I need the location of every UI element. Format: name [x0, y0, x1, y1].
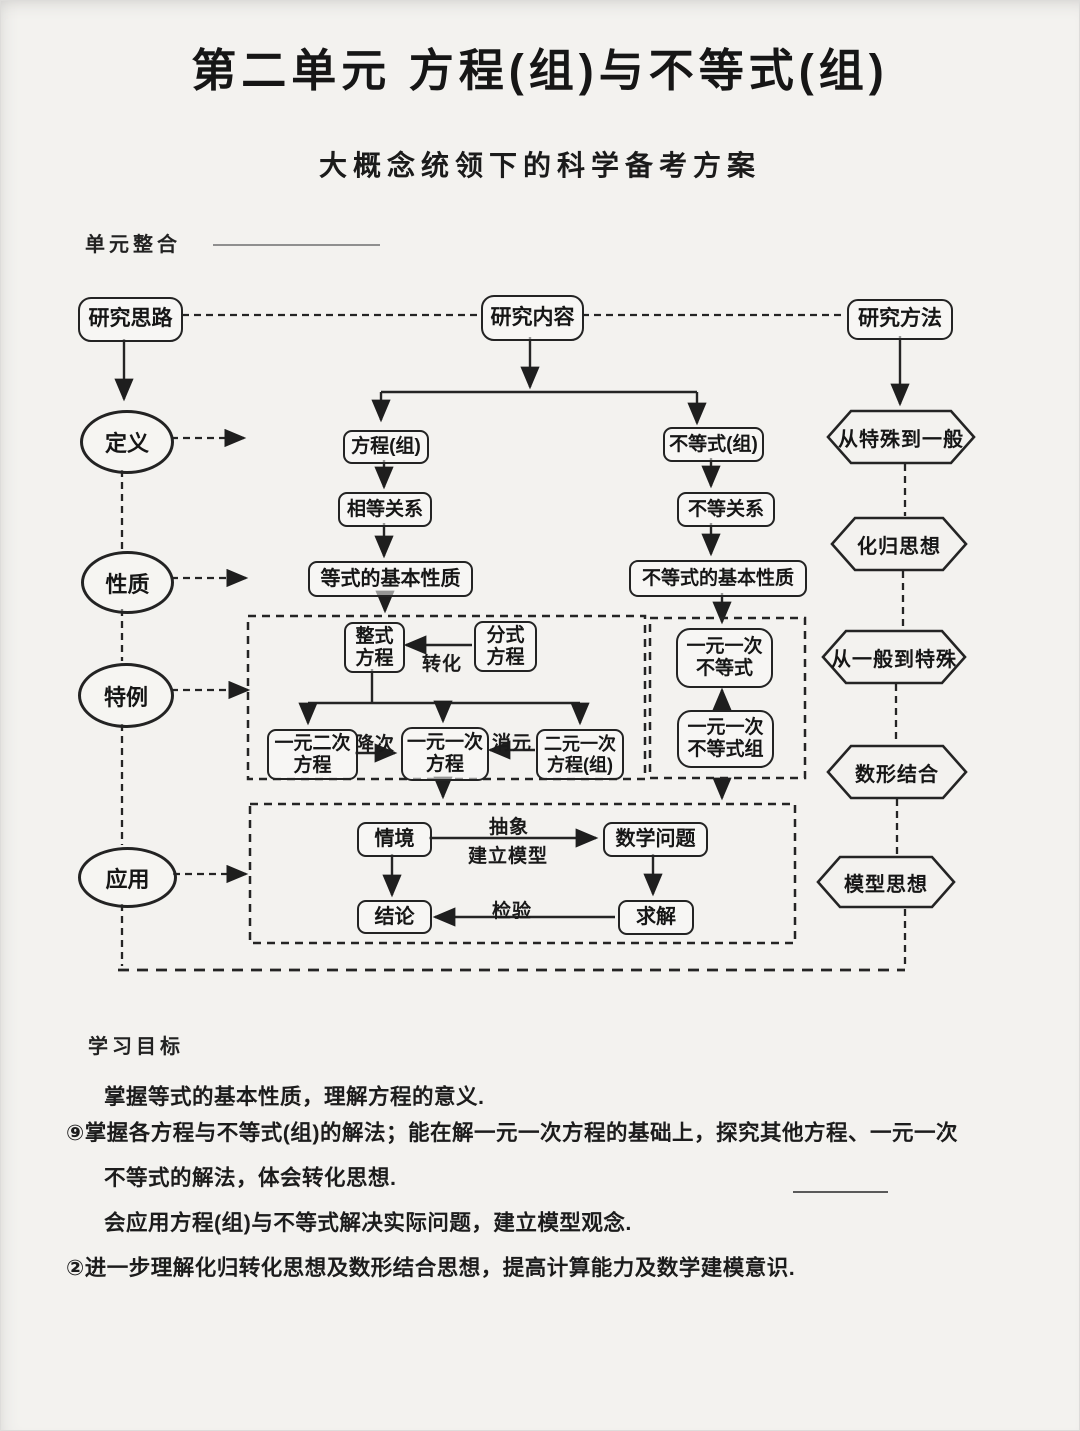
stray-underline	[793, 1191, 888, 1193]
hexagon-transformation-idea	[830, 516, 968, 572]
node-math-problem: 数学问题	[603, 822, 708, 857]
node-inequalities: 不等式(组)	[663, 427, 764, 462]
hexagon-general-to-special	[821, 629, 967, 685]
page-subtitle: 大概念统领下的科学备考方案	[318, 150, 761, 181]
goal-line: ⑨掌握各方程与不等式(组)的解法；能在解一元一次方程的基础上，探究其他方程、一元…	[66, 1121, 959, 1145]
node-linear-inequality: 一元一次 不等式	[676, 628, 773, 688]
edge-label-verify: 检验	[491, 901, 532, 922]
goal-line: ②进一步理解化归转化思想及数形结合思想，提高计算能力及数学建模意识.	[66, 1256, 796, 1280]
node-basic-properties-of-equality: 等式的基本性质	[308, 561, 473, 597]
node-line: 不等式	[695, 658, 753, 679]
section-label-learning-goals: 学习目标	[88, 1036, 184, 1058]
edge-label-reduce-degree: 降次	[354, 734, 395, 755]
node-conclusion: 结论	[357, 900, 432, 934]
node-linear-equation: 一元一次 方程	[401, 727, 489, 781]
node-line: 方程	[293, 754, 332, 776]
node-line: 整式	[355, 625, 394, 647]
edge-label-transform: 转化	[421, 654, 462, 675]
node-research-method: 研究方法	[847, 299, 953, 340]
hexagon-model-idea	[816, 855, 956, 909]
node-research-content: 研究内容	[481, 295, 584, 341]
node-system-of-linear-equations: 二元一次 方程(组)	[536, 729, 624, 780]
node-line: 不等式组	[687, 739, 764, 760]
ellipse-application: 应用	[78, 847, 177, 908]
hexagon-number-shape-combination	[826, 744, 968, 800]
node-solve: 求解	[618, 900, 694, 935]
node-basic-properties-of-inequality: 不等式的基本性质	[629, 560, 807, 597]
application-cycle-group	[248, 802, 797, 945]
node-situation: 情境	[357, 822, 432, 857]
hexagon-special-to-general	[826, 409, 976, 465]
node-line: 方程	[355, 647, 394, 669]
hexagon-label-transformation-idea: 化归思想	[857, 535, 941, 558]
edge-label-eliminate-variable: 消元	[491, 733, 532, 754]
node-line: 方程	[425, 754, 464, 775]
hexagon-label-special-to-general: 从特殊到一般	[838, 428, 964, 451]
hexagon-label-model-idea: 模型思想	[844, 873, 928, 896]
node-fractional-equation: 分式 方程	[474, 621, 537, 672]
node-line: 二元一次	[544, 733, 616, 754]
ellipse-special-case: 特例	[78, 663, 174, 728]
node-system-of-linear-inequalities: 一元一次 不等式组	[677, 710, 774, 768]
node-line: 一元一次	[406, 732, 483, 754]
node-line: 一元一次	[686, 636, 763, 658]
edge-label-build-model: 建立模型	[467, 846, 548, 867]
hexagon-label-general-to-special: 从一般到特殊	[831, 648, 957, 671]
solid-arrows	[114, 336, 910, 927]
method-hexagons	[816, 409, 976, 909]
node-quadratic-equation: 一元二次 方程	[267, 729, 358, 780]
goal-line: 掌握等式的基本性质，理解方程的意义.	[104, 1085, 485, 1109]
node-line: 分式	[486, 624, 525, 646]
node-line: 一元二次	[274, 732, 351, 754]
edge-label-abstract: 抽象	[488, 817, 529, 838]
node-unequal-relation: 不等关系	[677, 492, 775, 527]
section-rule-line	[213, 244, 380, 246]
inequalities-special-cases-group	[648, 616, 807, 780]
node-integral-equation: 整式 方程	[344, 622, 405, 673]
node-equal-relation: 相等关系	[338, 492, 432, 527]
node-line: 方程(组)	[547, 754, 613, 775]
goal-line: 不等式的解法，体会转化思想.	[104, 1166, 397, 1190]
section-label-unit-integration: 单元整合	[85, 234, 181, 256]
goal-line: 会应用方程(组)与不等式解决实际问题，建立模型观念.	[104, 1211, 632, 1235]
dashed-connectors	[120, 313, 907, 966]
ellipse-property: 性质	[81, 551, 174, 614]
node-line: 一元一次	[687, 717, 764, 739]
node-research-approach: 研究思路	[78, 297, 183, 342]
ellipse-definition: 定义	[80, 410, 174, 474]
hexagon-label-number-shape-combination: 数形结合	[855, 763, 939, 786]
node-line: 方程	[486, 646, 525, 668]
unit-title: 第二单元 方程(组)与不等式(组)	[191, 45, 889, 96]
node-equations: 方程(组)	[343, 430, 429, 464]
